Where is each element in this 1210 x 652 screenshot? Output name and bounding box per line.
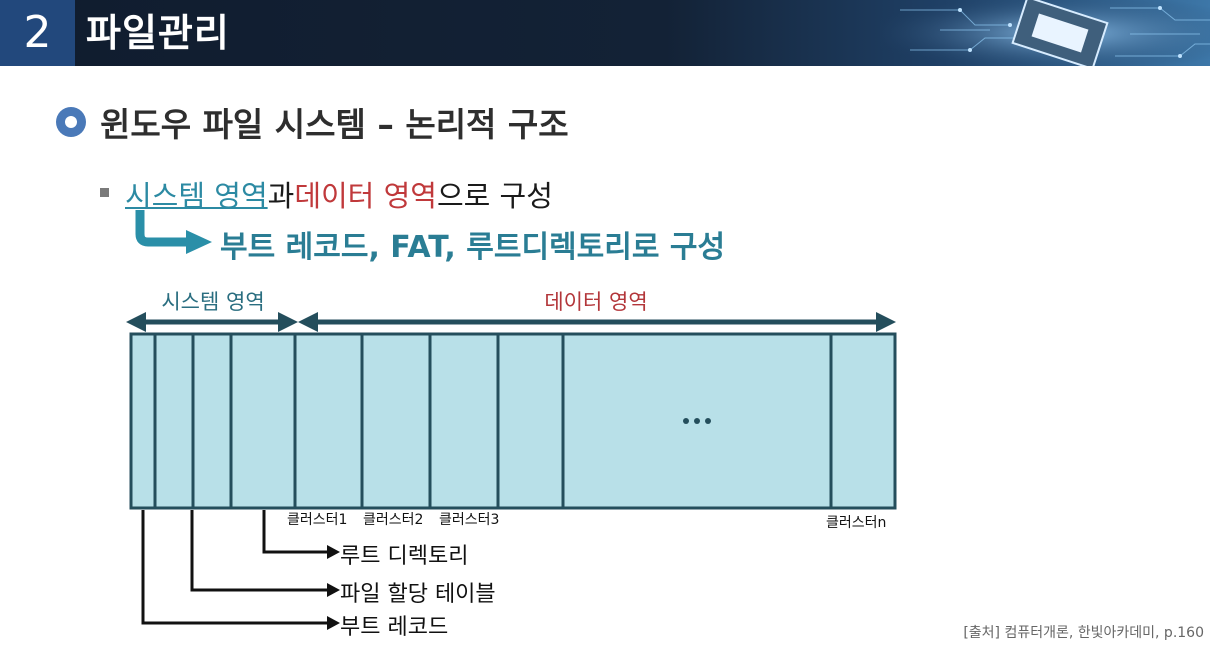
sub-bullet-connector: 과 — [267, 179, 295, 213]
block-dividers — [153, 334, 833, 508]
sub-bullet-suffix: 으로 구성 — [436, 179, 553, 213]
cluster-label: 클러스터2 — [363, 512, 424, 528]
circle-bullet-icon — [56, 107, 86, 137]
arrowhead-icon — [327, 545, 340, 559]
arrowhead-icon — [327, 583, 340, 597]
square-bullet-icon — [100, 187, 109, 197]
cluster-label: 클러스터1 — [287, 512, 348, 528]
data-area-label: 데이터 영역 — [544, 290, 648, 314]
arrowhead-icon — [327, 616, 340, 630]
circuit-board-decoration-icon — [880, 0, 1210, 66]
main-heading: 윈도우 파일 시스템 – 논리적 구조 — [100, 105, 569, 144]
boot-record-label: 부트 레코드 — [340, 615, 449, 640]
ellipsis-dots-icon — [683, 418, 711, 424]
source-citation: [출처] 컴퓨터개론, 한빛아카데미, p.160 — [963, 625, 1204, 641]
section-number: 2 — [0, 0, 75, 66]
data-area-term: 데이터 영역 — [294, 179, 437, 213]
storage-block — [129, 332, 897, 510]
fat-label: 파일 할당 테이블 — [340, 582, 496, 607]
system-area-term: 시스템 영역 — [125, 179, 268, 213]
system-area-components: 부트 레코드, FAT, 루트디렉토리로 구성 — [220, 230, 726, 265]
section-title: 파일관리 — [86, 11, 230, 55]
root-directory-label: 루트 디렉토리 — [340, 544, 469, 569]
system-area-label: 시스템 영역 — [161, 290, 265, 314]
cluster-label: 클러스터n — [826, 515, 887, 531]
main-bullet: 윈도우 파일 시스템 – 논리적 구조 — [56, 97, 569, 147]
cluster-label: 클러스터3 — [439, 512, 500, 528]
title-bar: 2 파일관리 — [0, 0, 1210, 66]
bent-arrow-icon — [135, 210, 212, 254]
